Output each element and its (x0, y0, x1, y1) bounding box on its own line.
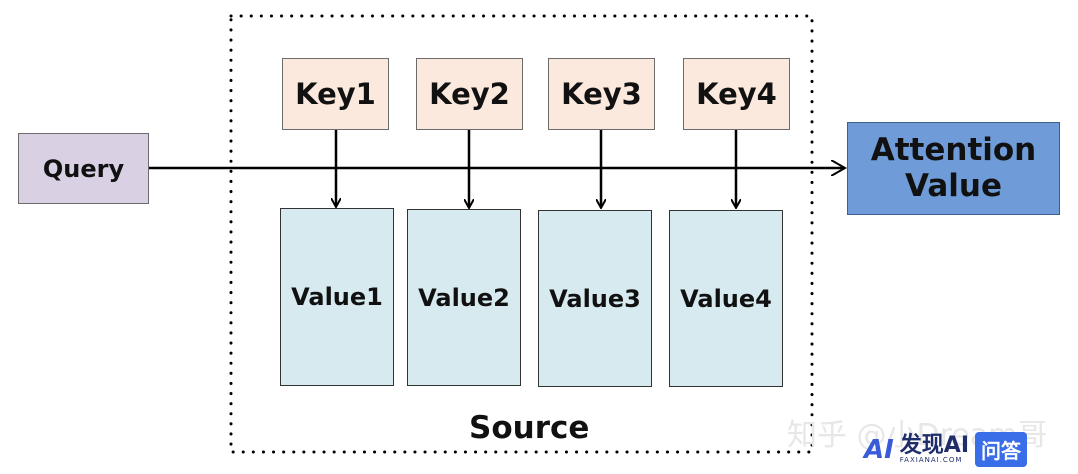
value3-box: Value3 (538, 210, 652, 387)
brand-block: 发现AI FAXIANAI.COM (900, 435, 969, 464)
key2-box: Key2 (416, 58, 523, 130)
attention-value-line1: Attention (870, 131, 1037, 168)
faxianai-logo: AI 发现AI FAXIANAI.COM 问答 (864, 432, 1028, 467)
value2-label: Value2 (418, 283, 510, 312)
value1-box: Value1 (280, 208, 394, 386)
value4-box: Value4 (669, 210, 783, 387)
brand-name: 发现AI (899, 433, 970, 458)
attention-value-box: Attention Value (847, 122, 1060, 215)
brand-domain: FAXIANAI.COM (899, 456, 963, 464)
query-label: Query (42, 154, 125, 183)
key3-label: Key3 (561, 77, 642, 111)
qa-badge: 问答 (975, 432, 1028, 467)
key4-label: Key4 (696, 77, 777, 111)
source-boundary (229, 14, 814, 454)
value4-label: Value4 (680, 284, 772, 313)
source-label: Source (469, 410, 590, 446)
key4-box: Key4 (683, 58, 790, 130)
key3-box: Key3 (548, 58, 655, 130)
query-box: Query (18, 133, 149, 204)
key2-label: Key2 (429, 77, 510, 111)
attention-value-line2: Value (905, 167, 1002, 204)
value1-label: Value1 (291, 283, 383, 311)
key1-box: Key1 (282, 58, 389, 130)
key1-label: Key1 (295, 77, 376, 111)
ai-logo-icon: AI (864, 434, 894, 465)
value3-label: Value3 (549, 284, 641, 313)
value2-box: Value2 (407, 209, 521, 386)
